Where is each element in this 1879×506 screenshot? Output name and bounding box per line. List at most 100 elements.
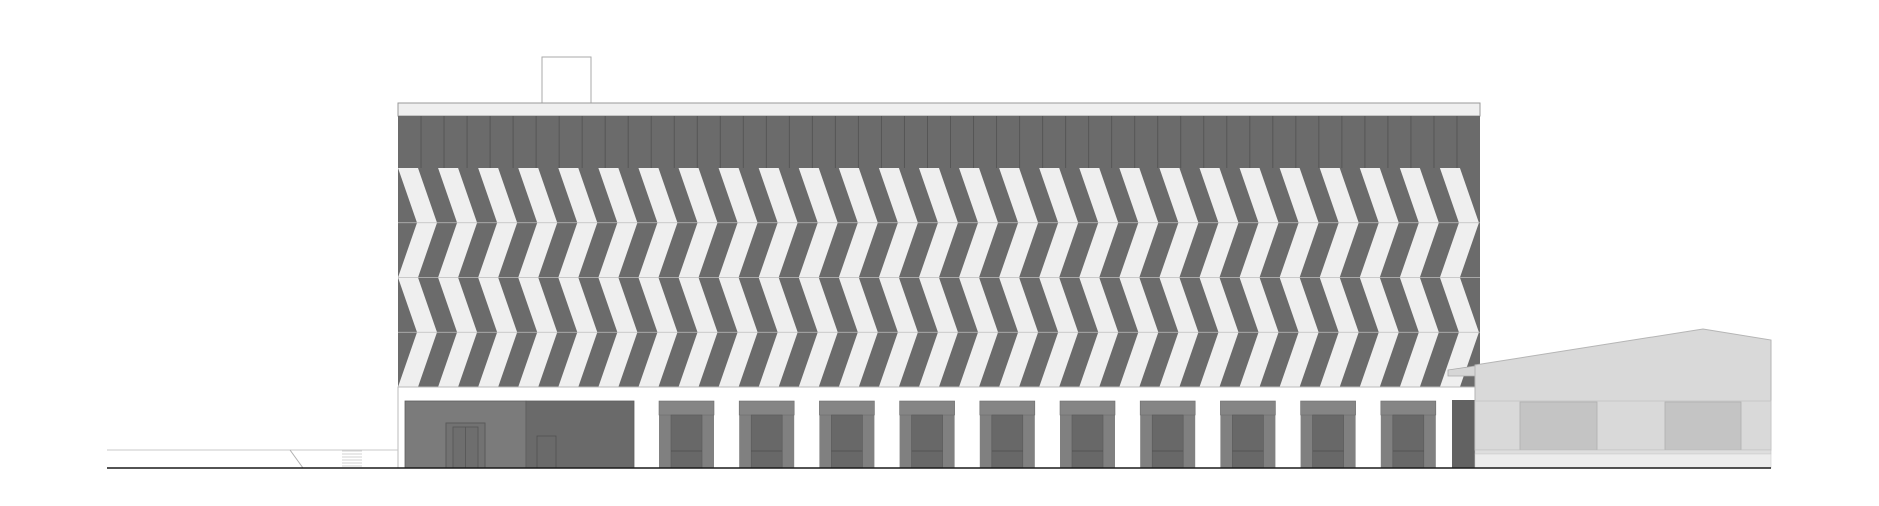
ramp-edge (289, 449, 304, 469)
chevron-stripe (1359, 332, 1399, 387)
chevron-stripe (678, 222, 718, 278)
chevron-stripe (1480, 278, 1519, 333)
chevron-stripe (1039, 222, 1079, 278)
window-bay-header (658, 400, 715, 416)
chevron-stripe (398, 222, 437, 278)
chevron-stripe (1239, 222, 1279, 278)
chevron-stripe (878, 332, 918, 387)
window-bay-header (979, 400, 1036, 416)
chevron-stripe (1319, 332, 1359, 387)
chevron-stripe (1039, 332, 1079, 387)
chevron-stripe (438, 277, 478, 333)
chevron-stripe (1079, 332, 1119, 387)
annex-upper-wall (1474, 328, 1772, 402)
chevron-stripe (478, 168, 518, 223)
chevron-stripe (438, 332, 478, 387)
chevron-stripe (438, 168, 478, 223)
window-bay (1139, 400, 1196, 469)
chevron-stripe (558, 332, 598, 387)
chevron-stripe (518, 332, 558, 387)
chevron-stripe (959, 168, 999, 223)
window-glass (1232, 414, 1264, 469)
chevron-stripe (638, 277, 678, 333)
chevron-stripe (598, 277, 638, 333)
chevron-stripe (398, 277, 437, 333)
window-glass (1071, 414, 1104, 469)
chevron-stripe (358, 223, 397, 278)
chevron-stripe (718, 222, 758, 278)
annex-base (1474, 453, 1772, 469)
chevron-stripe (518, 222, 558, 278)
chevron-stripe (918, 277, 958, 333)
chevron-stripe (1279, 332, 1319, 387)
chevron-stripe (1480, 168, 1519, 223)
window-bay-header (1380, 400, 1437, 416)
chevron-stripe (438, 222, 478, 278)
window-bay-header (1059, 400, 1116, 416)
chevron-stripe (558, 168, 598, 223)
chevron-stripe (478, 332, 518, 387)
chevron-stripe (598, 222, 638, 278)
chevron-stripe (959, 277, 999, 333)
chevron-stripe (718, 168, 758, 223)
chevron-stripe (959, 222, 999, 278)
window-bay (1380, 400, 1437, 469)
chevron-stripe (878, 222, 918, 278)
chevron-stripe (1480, 223, 1519, 278)
window-bay (979, 400, 1036, 469)
chevron-stripe (1199, 222, 1239, 278)
chevron-stripe (1399, 222, 1439, 278)
chevron-stripe (1119, 277, 1159, 333)
chevron-stripe (798, 277, 838, 333)
chevron-stripe (1159, 277, 1199, 333)
annex-window-1 (1519, 401, 1598, 451)
chevron-stripe (838, 277, 878, 333)
window-bay-header (738, 400, 795, 416)
chevron-stripe (1359, 222, 1399, 278)
window-glass (1392, 414, 1425, 469)
chevron-stripe (1399, 332, 1439, 387)
chevron-stripe (1239, 277, 1279, 333)
chevron-stripe (999, 168, 1039, 223)
chevron-stripe (838, 222, 878, 278)
chevron-stripe (1039, 168, 1079, 223)
chevron-stripe (758, 332, 798, 387)
window-bay (1220, 400, 1276, 469)
chevron-stripe (678, 277, 718, 333)
chevron-stripe (1199, 168, 1239, 223)
chevron-stripe (999, 277, 1039, 333)
chevron-stripe (1399, 168, 1439, 223)
chevron-stripe (798, 168, 838, 223)
chevron-stripe (1079, 168, 1119, 223)
chevron-stripe (1319, 222, 1359, 278)
chevron-stripe (1439, 277, 1479, 333)
window-bay (658, 400, 715, 469)
chevron-stripe (1359, 277, 1399, 333)
chevron-stripe (1239, 168, 1279, 223)
chevron-stripe (718, 277, 758, 333)
chevron-stripe (558, 222, 598, 278)
window-bay-header (899, 400, 955, 416)
chevron-stripe (959, 332, 999, 387)
chevron-stripe (999, 222, 1039, 278)
chevron-stripe (1439, 222, 1479, 278)
ground-floor-window-bays (658, 400, 1437, 469)
window-bay (899, 400, 955, 469)
window-bay-header (1139, 400, 1196, 416)
chevron-stripe (838, 332, 878, 387)
window-glass (750, 414, 783, 469)
chevron-stripe (999, 332, 1039, 387)
chevron-stripe (758, 222, 798, 278)
window-glass (1151, 414, 1184, 469)
window-glass (991, 414, 1024, 469)
window-bay (738, 400, 795, 469)
chevron-stripe (1159, 222, 1199, 278)
chevron-stripe (398, 168, 437, 223)
chevron-stripe (1359, 168, 1399, 223)
window-glass (911, 414, 943, 469)
partial-window-bay (1452, 400, 1475, 468)
chevron-stripe (638, 222, 678, 278)
chevron-stripe (1399, 277, 1439, 333)
window-glass (1312, 414, 1344, 469)
chevron-stripe (558, 277, 598, 333)
